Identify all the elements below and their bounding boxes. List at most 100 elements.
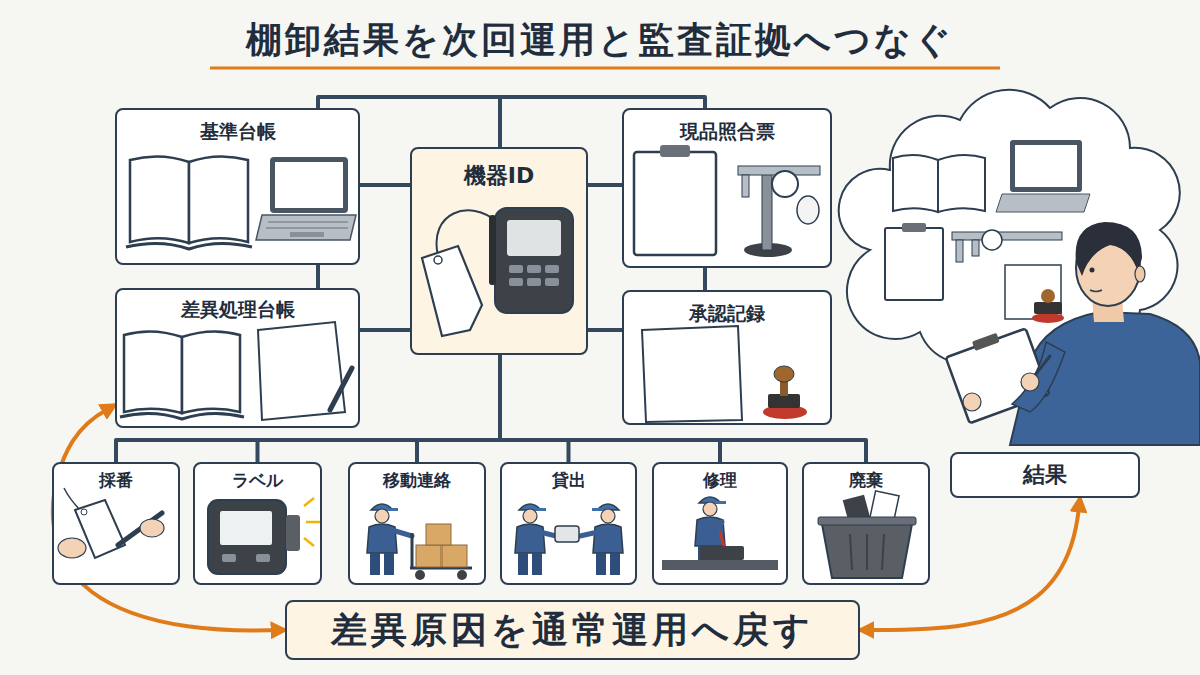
laptop-icon (268, 222, 348, 223)
ledger-book-icon (130, 156, 189, 243)
label-device-icon (222, 554, 236, 562)
handheld-device-icon (507, 220, 561, 256)
handheld-device-icon (489, 208, 573, 313)
moving-worker-icon (392, 530, 412, 536)
lending-workers-icon (580, 532, 598, 536)
handheld-device-icon (509, 265, 523, 273)
thought-bubble (1015, 145, 1077, 187)
inspector-figure (946, 328, 1050, 423)
numbering-icon (140, 519, 164, 537)
handheld-device-icon (545, 265, 559, 273)
process-box: 廃棄 (802, 462, 930, 585)
node-label: 移動連絡 (383, 470, 451, 490)
node-label: ラベル (232, 470, 283, 490)
disposal-bin-icon (822, 524, 912, 578)
laptop-icon (275, 162, 343, 208)
caliper-icon (797, 196, 819, 224)
paper-pen-icon (258, 322, 345, 420)
repair-worker-icon (718, 526, 724, 546)
caliper-icon (742, 175, 749, 197)
tree-connector (588, 183, 622, 187)
laptop-icon (256, 157, 356, 240)
thought-bubble (902, 223, 926, 232)
process-box: 移動連絡 (348, 462, 486, 585)
inspector-figure (1076, 222, 1142, 276)
node-label: 廃棄 (849, 470, 883, 490)
inspector-figure (1025, 356, 1050, 388)
label-device-icon (256, 554, 270, 562)
inspector-figure (1090, 268, 1095, 273)
tree-connector (316, 265, 320, 288)
caliper-icon (738, 166, 820, 175)
thought-bubble (938, 155, 985, 212)
moving-worker-icon (415, 570, 425, 580)
inspector-figure (1090, 290, 1102, 292)
inspector-figure (1092, 298, 1124, 322)
thought-bubble (893, 155, 938, 212)
disposal-bin-icon (882, 534, 884, 570)
lending-workers-icon (592, 504, 623, 575)
label-device-icon (220, 511, 272, 545)
thought-bubble (1010, 140, 1082, 192)
numbering-icon (75, 500, 125, 558)
ledger-book-icon (126, 156, 252, 249)
caliper-icon (772, 171, 798, 197)
label-device-icon (304, 538, 314, 546)
label-device-icon (286, 515, 300, 551)
handheld-device-icon (527, 278, 541, 286)
stamp-icon (768, 394, 800, 408)
stamp-icon (763, 366, 807, 419)
moving-worker-icon (367, 504, 398, 575)
process-box: 承認記録 (622, 290, 832, 425)
thought-bubble (839, 90, 1180, 375)
approval-paper-icon (642, 326, 742, 422)
thought-bubble (972, 240, 979, 256)
asset-tag-icon (422, 246, 482, 336)
thought-bubble (952, 232, 1062, 240)
node-label: 承認記録 (689, 302, 765, 325)
label-device-icon (304, 498, 314, 506)
disposal-bin-icon (866, 534, 868, 570)
moving-worker-icon (457, 570, 467, 580)
stamp-icon (774, 366, 794, 382)
caliper-icon (762, 170, 772, 250)
moving-worker-icon (367, 504, 472, 580)
handheld-device-icon (509, 278, 523, 286)
clipboard-icon (634, 152, 716, 255)
thought-bubble (1041, 289, 1055, 303)
lending-workers-icon (515, 504, 546, 575)
tree-connector (588, 328, 622, 332)
node-label: 機器ID (464, 163, 534, 189)
numbering-icon (58, 538, 86, 558)
handheld-device-icon (489, 215, 496, 285)
summary-box: 差異原因を通常運用へ戻す (285, 600, 860, 660)
handheld-device-icon (527, 265, 541, 273)
clipboard-icon (660, 145, 690, 157)
thought-bubble (1005, 265, 1061, 319)
moving-worker-icon (410, 567, 472, 570)
label-device-icon (306, 521, 320, 524)
caliper-icon (744, 243, 792, 257)
repair-worker-icon (662, 497, 778, 570)
numbering-icon (58, 488, 164, 558)
laptop-icon (270, 157, 348, 213)
inspector-figure (1135, 266, 1145, 282)
title-underline (210, 67, 1000, 70)
moving-worker-icon (426, 524, 451, 545)
caliper-icon (738, 166, 820, 257)
inspector-figure (972, 333, 1000, 351)
variance-book-icon (120, 331, 244, 419)
tree-connector (360, 183, 410, 187)
inspector-figure (1076, 230, 1140, 306)
disposal-bin-icon (869, 491, 899, 527)
thought-bubble (1032, 313, 1064, 323)
disposal-bin-icon (818, 517, 916, 525)
tree-connector (417, 355, 500, 462)
node-label: 結果 (1023, 462, 1067, 488)
diagram-title: 棚卸結果を次回運用と監査証拠へつなぐ (0, 18, 1200, 62)
node-label: 差異原因を通常運用へ戻す (331, 608, 814, 651)
disposal-bin-icon (818, 491, 916, 578)
thought-bubble (839, 90, 1180, 401)
process-box: 差異処理台帳 (115, 288, 360, 428)
process-box: 採番 (52, 462, 180, 585)
